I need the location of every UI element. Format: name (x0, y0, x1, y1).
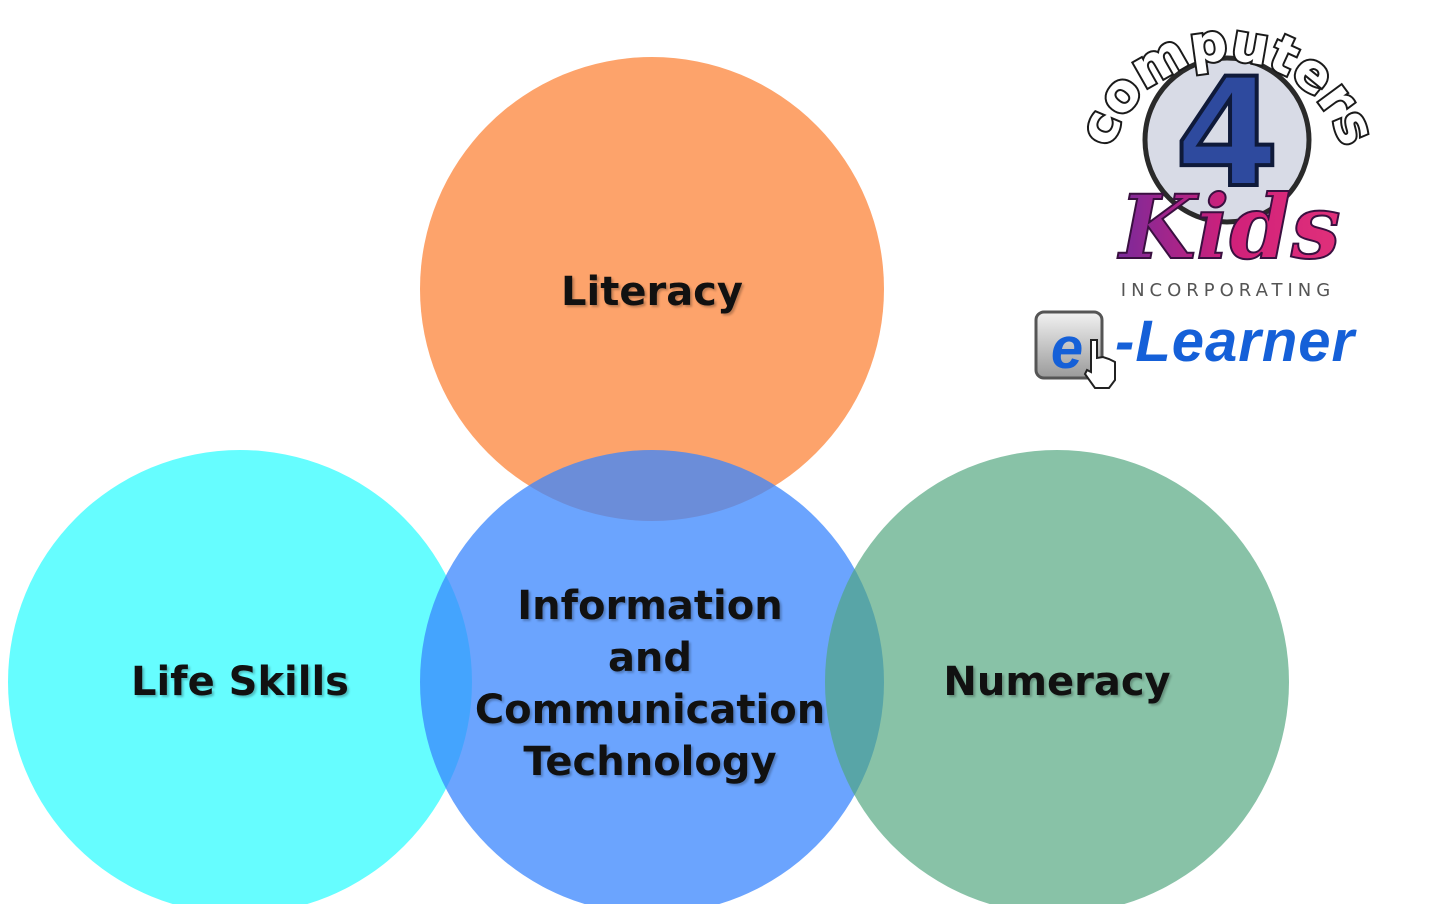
life-skills-circle (8, 450, 472, 904)
hand-pointer-icon (1083, 339, 1116, 389)
ict-label-line-2: and (607, 635, 693, 681)
numeracy-circle (825, 450, 1289, 904)
ict-circle (420, 450, 884, 904)
logo-number-4: 4 (1175, 47, 1279, 221)
computers4kids-logo: computers 4 Kids e (1034, 10, 1389, 389)
logo-kids-text: Kids (1117, 175, 1341, 279)
life-skills-label: Life Skills (130, 659, 349, 705)
ict-label-line-4: Technology (523, 739, 777, 785)
e-key-icon (1034, 310, 1104, 380)
ict-label-line-1: Information (517, 583, 783, 629)
ict-label: Information and Communication Technology (440, 580, 860, 788)
numeracy-label: Numeracy (943, 659, 1171, 705)
literacy-label: Literacy (561, 269, 743, 315)
e-key-letter: e (1051, 316, 1083, 381)
incorporating-text: INCORPORATING (1120, 280, 1336, 301)
logo-disc (1142, 55, 1312, 225)
elearner-text: -Learner (1115, 309, 1356, 374)
ict-label-line-3: Communication (474, 687, 826, 733)
literacy-circle (420, 57, 884, 521)
